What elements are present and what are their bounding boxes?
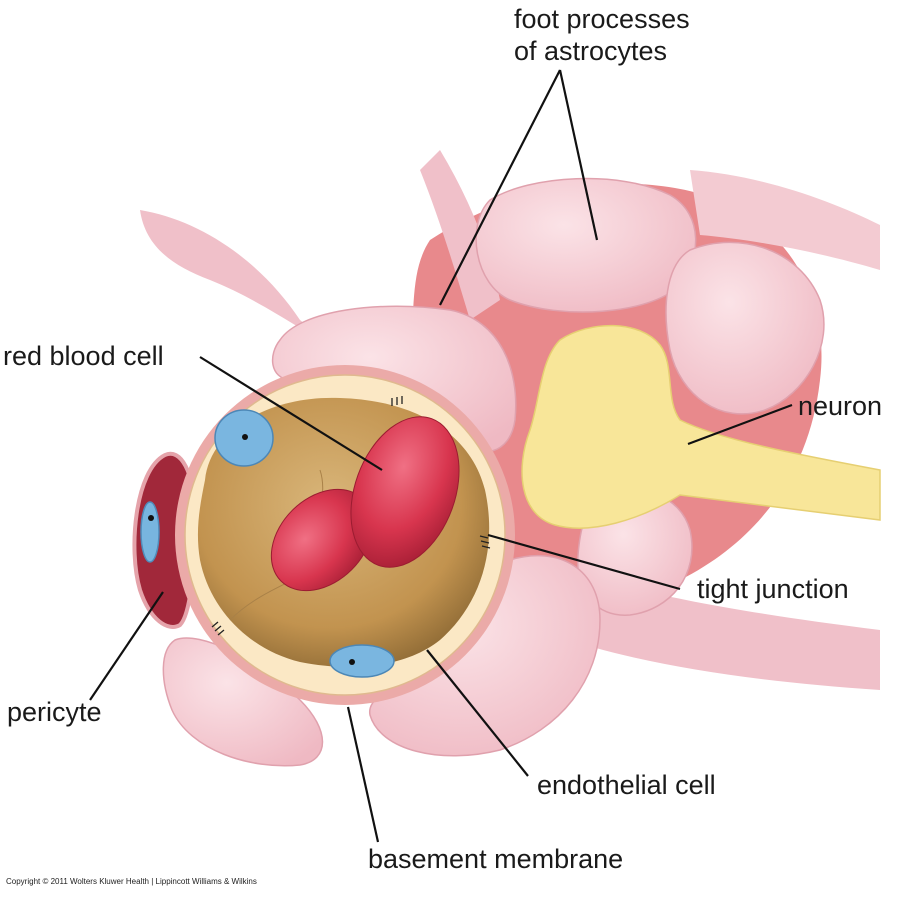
label-basement-membrane: basement membrane: [368, 844, 624, 874]
foot-process-upper-right: [475, 177, 697, 313]
label-pericyte: pericyte: [7, 697, 102, 727]
label-tight-junction: tight junction: [697, 574, 849, 604]
copyright-notice: Copyright © 2011 Wolters Kluwer Health |…: [6, 877, 257, 886]
label-neuron: neuron: [798, 391, 883, 421]
tight-junction-marks: [211, 396, 491, 636]
astrocyte-process-left: [140, 210, 330, 345]
neuron-cell: [521, 324, 881, 529]
label-red-blood-cell: red blood cell: [3, 341, 164, 371]
label-endothelial-cell: endothelial cell: [537, 770, 716, 800]
pericyte-nucleus: [140, 501, 160, 563]
astrocyte-process-top: [420, 150, 500, 320]
red-blood-cell-front: [350, 416, 460, 568]
endothelial-nucleus-bottom: [329, 644, 395, 678]
astrocyte-process-right-top: [690, 170, 880, 270]
foot-process-right: [665, 241, 825, 415]
leader-lines: [89, 69, 793, 843]
label-foot-processes-line2: of astrocytes: [514, 36, 668, 66]
label-foot-processes-line1: foot processes: [514, 4, 690, 34]
